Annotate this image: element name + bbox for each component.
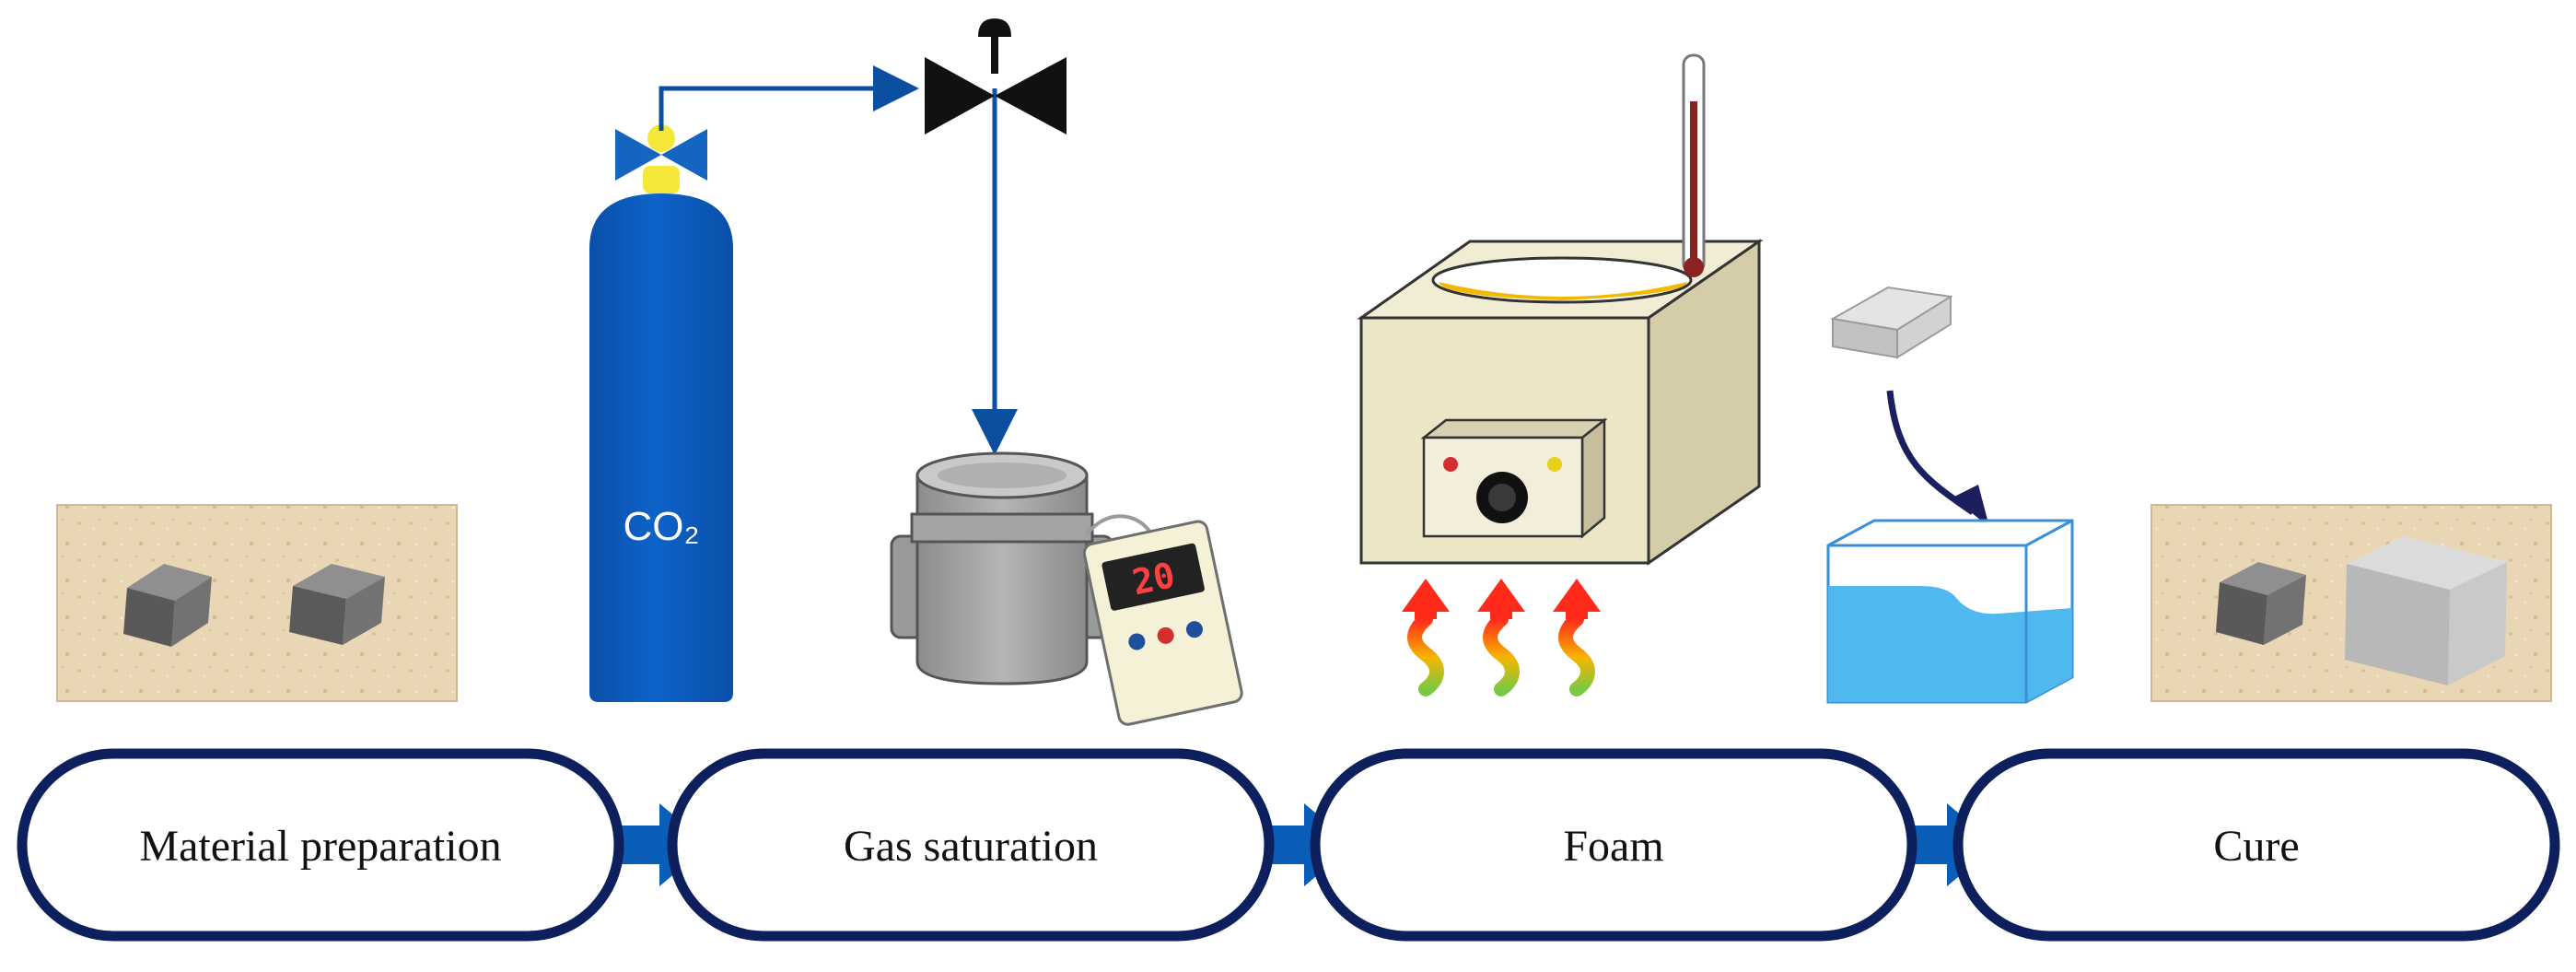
heating-bath-icon	[1357, 239, 1764, 566]
small-foam-cube-icon	[123, 564, 212, 647]
stage-foam: Foam	[1310, 748, 1917, 942]
stage-gas-saturation: Gas saturation	[667, 748, 1275, 942]
co2-label: CO₂	[623, 504, 699, 549]
heat-arrow-icon	[1553, 579, 1601, 697]
heat-arrow-icon	[1477, 579, 1525, 697]
stage-material-preparation: Material preparation	[17, 748, 624, 942]
process-flow: Material preparation Gas saturation Foam…	[17, 748, 2560, 942]
water-tank-icon	[1826, 519, 2074, 704]
stage-cure: Cure	[1952, 748, 2560, 942]
heat-arrows	[1402, 579, 1601, 697]
stage-label: Cure	[2213, 822, 2299, 871]
control-valve-icon	[925, 18, 1067, 135]
small-foam-cube-icon	[289, 564, 385, 645]
gas-line	[659, 65, 1018, 455]
sand-tray-right	[2151, 504, 2552, 702]
stage-label: Foam	[1563, 822, 1663, 871]
stage-label: Gas saturation	[844, 822, 1098, 871]
pressure-gauge-icon: 20	[1082, 514, 1243, 726]
stage-label: Material preparation	[139, 822, 501, 871]
sand-tray-left	[56, 504, 458, 702]
saturation-vessel-icon	[890, 451, 1114, 685]
small-foam-cube-icon	[2216, 562, 2306, 645]
drop-arrow-icon	[1886, 390, 1989, 527]
gauge-display-reading: 20	[1129, 555, 1179, 603]
thermometer-icon	[1682, 53, 1706, 277]
expanded-foam-block-icon	[2345, 536, 2507, 685]
heat-arrow-icon	[1402, 579, 1450, 697]
foam-sample-slab-icon	[1830, 286, 1953, 359]
co2-cylinder-icon: CO₂	[589, 124, 733, 702]
